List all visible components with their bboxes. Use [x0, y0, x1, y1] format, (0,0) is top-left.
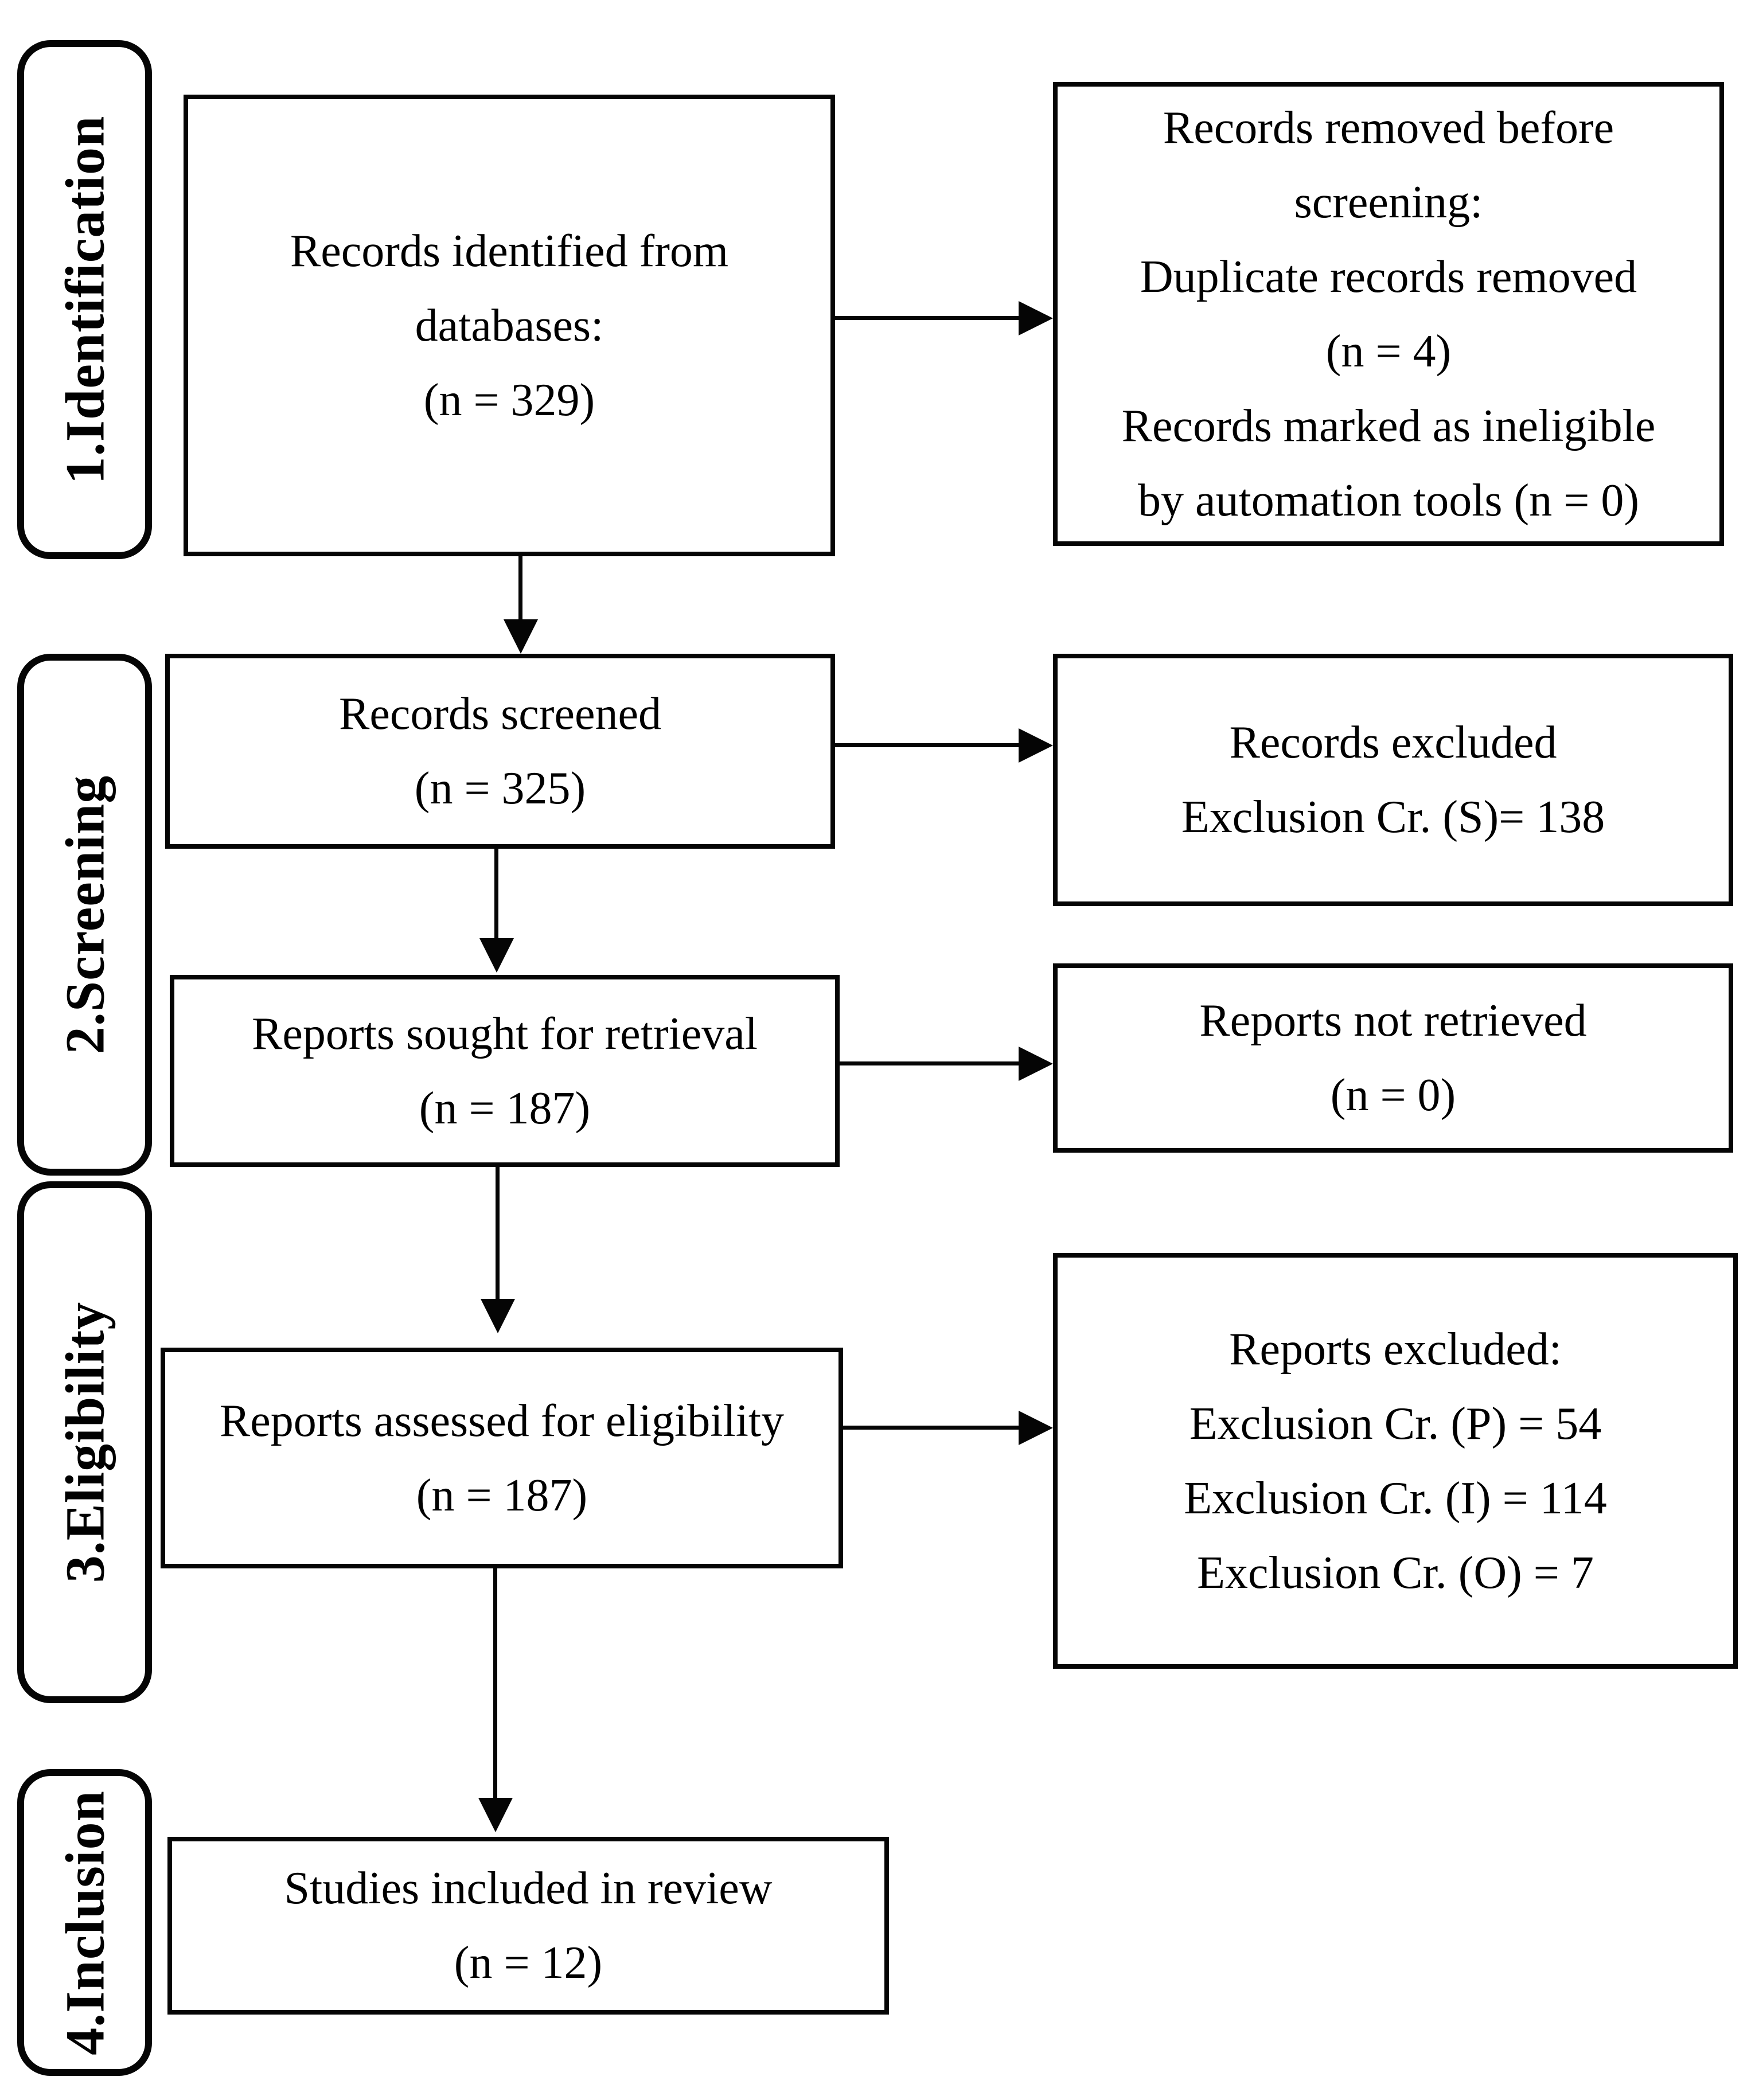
box-text-line: by automation tools (n = 0) — [1138, 475, 1639, 526]
arrow-screened-to-excluded-shaft — [835, 743, 1020, 747]
box-studies-included: Studies included in review (n = 12) — [167, 1837, 889, 2015]
stage-label-eligibility: 3.Eligibility — [54, 1301, 115, 1583]
box-text-line: (n = 4) — [1325, 326, 1452, 377]
stage-label-inclusion: 4.Inclusion — [54, 1790, 115, 2055]
box-text-line: (n = 329) — [423, 374, 595, 426]
box-text-line: (n = 325) — [414, 763, 586, 814]
arrow-identified-to-screened-head — [504, 619, 538, 654]
stage-label-screening: 2.Screening — [54, 775, 115, 1055]
box-text-line: Duplicate records removed — [1140, 251, 1637, 302]
arrow-assessed-to-included-head — [478, 1798, 513, 1832]
arrow-sought-to-notretrieved-head — [1019, 1047, 1053, 1081]
box-reports-excluded: Reports excluded: Exclusion Cr. (P) = 54… — [1053, 1253, 1738, 1669]
box-text-line: (n = 187) — [419, 1083, 591, 1134]
box-text-line: Records identified from — [290, 225, 729, 276]
box-reports-not-retrieved: Reports not retrieved (n = 0) — [1053, 963, 1733, 1153]
arrow-identified-to-removed-head — [1019, 301, 1053, 335]
box-text-line: Exclusion Cr. (P) = 54 — [1189, 1398, 1602, 1449]
arrow-sought-to-assessed-head — [481, 1299, 515, 1333]
box-records-identified: Records identified from databases: (n = … — [184, 95, 835, 556]
box-text-line: (n = 0) — [1330, 1070, 1456, 1121]
box-text-line: Studies included in review — [284, 1863, 773, 1914]
box-text-line: (n = 187) — [416, 1470, 588, 1521]
arrow-identified-to-screened-shaft — [518, 554, 522, 620]
box-text-line: Records screened — [339, 689, 661, 739]
stage-pill-identification: 1.Identification — [17, 40, 152, 559]
box-records-removed-before-screening: Records removed before screening: Duplic… — [1053, 82, 1724, 546]
box-text-line: Exclusion Cr. (O) = 7 — [1197, 1547, 1594, 1598]
box-text-line: Reports assessed for eligibility — [219, 1395, 785, 1446]
arrow-identified-to-removed-shaft — [835, 316, 1020, 320]
box-text-line: Records marked as ineligible — [1121, 400, 1656, 451]
stage-pill-screening: 2.Screening — [17, 654, 152, 1176]
box-text-line: databases: — [415, 300, 604, 351]
box-records-screened: Records screened (n = 325) — [165, 654, 835, 849]
box-text-line: Records removed before — [1163, 102, 1614, 153]
box-reports-sought: Reports sought for retrieval (n = 187) — [170, 975, 840, 1167]
arrow-assessed-to-reportsexcluded-shaft — [843, 1426, 1020, 1430]
arrow-assessed-to-included-shaft — [493, 1568, 497, 1799]
box-text-line: Exclusion Cr. (I) = 114 — [1184, 1473, 1607, 1524]
arrow-sought-to-notretrieved-shaft — [840, 1061, 1020, 1065]
box-text-line: Records excluded — [1229, 717, 1557, 768]
box-text-line: screening: — [1294, 177, 1483, 228]
stage-pill-eligibility: 3.Eligibility — [17, 1181, 152, 1703]
arrow-screened-to-excluded-head — [1019, 728, 1053, 763]
arrow-sought-to-assessed-shaft — [496, 1167, 500, 1300]
box-records-excluded: Records excluded Exclusion Cr. (S)= 138 — [1053, 654, 1733, 906]
arrow-screened-to-sought-shaft — [494, 849, 498, 939]
box-reports-assessed: Reports assessed for eligibility (n = 18… — [161, 1348, 843, 1568]
stage-pill-inclusion: 4.Inclusion — [17, 1769, 152, 2076]
stage-label-identification: 1.Identification — [54, 115, 115, 484]
box-text-line: Reports excluded: — [1229, 1324, 1562, 1375]
box-text-line: Exclusion Cr. (S)= 138 — [1181, 792, 1605, 842]
box-text-line: (n = 12) — [454, 1938, 603, 1988]
arrow-screened-to-sought-head — [479, 938, 514, 973]
box-text-line: Reports sought for retrieval — [252, 1008, 758, 1059]
arrow-assessed-to-reportsexcluded-head — [1019, 1411, 1053, 1445]
box-text-line: Reports not retrieved — [1199, 996, 1587, 1046]
